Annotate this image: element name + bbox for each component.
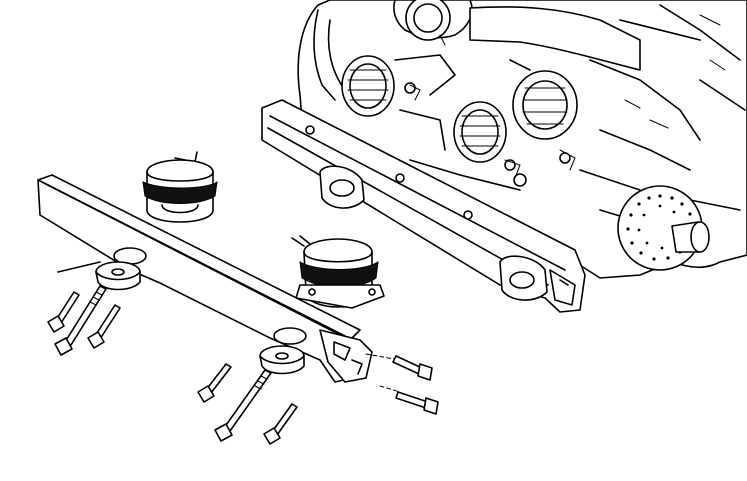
rubber-mount-upper-base	[161, 204, 199, 214]
cam-cover-right-ribs	[522, 87, 568, 125]
rail-bolt-3	[463, 210, 473, 220]
throttle-bore	[413, 3, 443, 33]
spacer-right	[259, 345, 305, 375]
engine-mount-rail-edge	[267, 115, 566, 286]
bolt-bottom-2	[214, 369, 272, 442]
bolt-group-right	[365, 353, 439, 415]
rubber-mount-lower-flange-hole-1	[308, 288, 316, 296]
engine-bolt-4	[513, 173, 527, 187]
upper-housing-left	[313, 9, 346, 101]
rail-end-bracket	[549, 269, 576, 306]
mounting-rail-edge-line	[45, 183, 346, 337]
rubber-mount-upper	[142, 151, 218, 223]
bolt-right-2	[395, 391, 439, 415]
rubber-mount-lower	[291, 235, 385, 309]
bolt-left-3	[87, 304, 121, 349]
cam-cover-center-inner	[461, 109, 499, 155]
rail-bolt-1	[305, 125, 315, 135]
cam-cover-right-inner	[522, 80, 568, 130]
rail-bracket-right-hole	[509, 271, 535, 289]
rail-bolt-2	[395, 173, 405, 183]
rubber-mount-upper-band	[142, 180, 218, 204]
callout-leader-lower-mount	[291, 235, 311, 247]
engine-small-details	[409, 14, 726, 179]
cam-cover-left-inner	[349, 63, 387, 109]
engine-bolt-1	[404, 82, 416, 94]
bolt-bottom-1	[197, 363, 232, 403]
intake-runner	[469, 6, 641, 71]
callout-leader-spacer	[57, 261, 101, 273]
rubber-mount-lower-flange	[295, 284, 385, 309]
mounting-rail-end-bracket-cutouts	[333, 341, 363, 375]
engine-assembly	[261, 0, 747, 313]
bolt-bottom-3	[263, 403, 298, 445]
bolt-right-1	[392, 355, 433, 381]
bolt-group-bottom	[197, 363, 298, 445]
rubber-mount-lower-flange-hole-2	[368, 288, 376, 296]
mounting-rail-slot-2	[273, 327, 307, 345]
bolt-left-2	[54, 285, 107, 356]
spacer-left-side	[95, 271, 141, 291]
spacer-left	[57, 261, 141, 291]
rail-bracket-right	[499, 255, 548, 301]
cam-cover-left-ribs	[347, 69, 389, 101]
spacer-right-hole	[275, 352, 289, 360]
engine-bolt-2	[504, 159, 516, 171]
cam-cover-center-ribs	[459, 115, 501, 147]
bolt-group-left	[47, 285, 121, 356]
crank-snout-end	[690, 221, 710, 253]
engine-bolt-3	[559, 152, 571, 164]
rail-bracket-left	[319, 165, 365, 209]
spacer-left-hole	[111, 268, 125, 276]
bolt-left-1	[47, 291, 80, 333]
rail-bracket-left-hole	[329, 179, 355, 197]
